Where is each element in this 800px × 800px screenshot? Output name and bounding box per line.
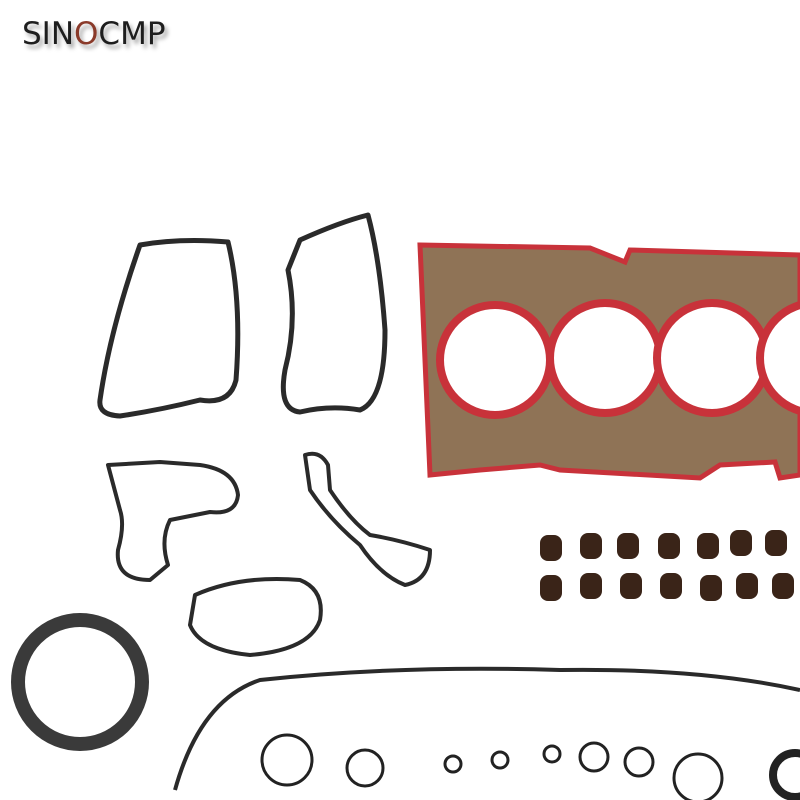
head-gasket — [417, 242, 800, 481]
brand-logo: SINOCMP — [22, 16, 166, 52]
oil-pan-gasket — [173, 666, 800, 791]
o-rings — [260, 733, 800, 800]
valve-stem-seals — [540, 530, 794, 601]
thermostat-gasket — [188, 577, 323, 657]
crankshaft-seal — [11, 613, 149, 751]
water-pump-gasket — [303, 451, 432, 587]
valve-cover-gasket-left — [97, 238, 241, 419]
oil-filter-gasket — [106, 460, 240, 582]
valve-cover-gasket-right — [280, 212, 388, 415]
